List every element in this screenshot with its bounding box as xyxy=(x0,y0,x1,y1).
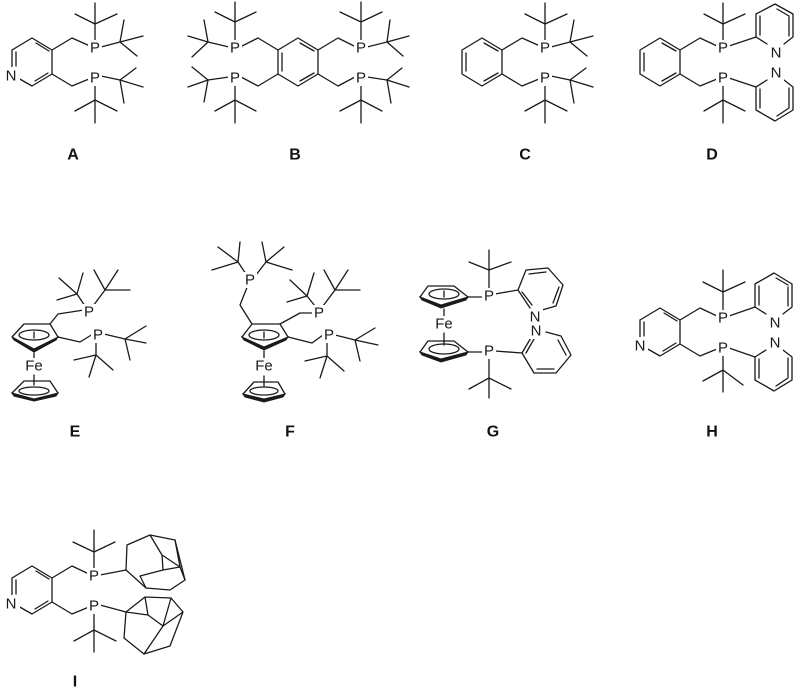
atom-p: P xyxy=(230,40,240,57)
atom-n: N xyxy=(635,338,646,355)
compound-label-h: H xyxy=(706,424,718,441)
atom-fe: Fe xyxy=(25,358,43,375)
atom-n: N xyxy=(530,309,541,326)
compound-label-g: G xyxy=(487,424,499,441)
compound-f: P P P Fe F xyxy=(211,241,379,441)
compound-label-a: A xyxy=(67,147,79,164)
atom-p: P xyxy=(356,70,366,87)
atom-p: P xyxy=(230,70,240,87)
atom-p: P xyxy=(484,343,494,360)
atom-p: P xyxy=(718,70,728,87)
atom-p: P xyxy=(89,568,99,585)
atom-n: N xyxy=(6,596,17,613)
atom-n: N xyxy=(531,323,542,340)
atom-n: N xyxy=(770,315,781,332)
atom-p: P xyxy=(718,310,728,327)
atom-p: P xyxy=(718,40,728,57)
compound-label-f: F xyxy=(285,424,295,441)
compound-i: N P P I xyxy=(4,529,186,691)
atom-p: P xyxy=(356,40,366,57)
compound-label-i: I xyxy=(73,674,77,691)
atom-p: P xyxy=(324,327,334,344)
compound-label-d: D xyxy=(706,147,718,164)
atom-p: P xyxy=(84,304,94,321)
atom-p: P xyxy=(718,340,728,357)
atom-p: P xyxy=(93,327,103,344)
compound-e: P P Fe E xyxy=(10,269,147,441)
atom-n: N xyxy=(771,45,782,62)
atom-n: N xyxy=(770,335,781,352)
compound-h: N P P N N H xyxy=(632,269,793,441)
atom-p: P xyxy=(90,40,100,57)
atom-p: P xyxy=(540,70,550,87)
atom-p: P xyxy=(89,598,99,615)
atom-n: N xyxy=(6,68,17,85)
atom-p: P xyxy=(540,40,550,57)
atom-fe: Fe xyxy=(435,316,453,333)
atom-p: P xyxy=(245,272,255,289)
atom-p: P xyxy=(484,288,494,305)
compound-g: P P N N Fe G xyxy=(418,249,572,441)
compound-c: P P C xyxy=(461,2,594,164)
compound-a: N P P A xyxy=(4,2,144,164)
compound-b: P P P P B xyxy=(187,1,410,164)
atom-p: P xyxy=(314,305,324,322)
compound-d: P P N N D xyxy=(639,2,794,164)
atom-n: N xyxy=(771,65,782,82)
compound-label-e: E xyxy=(70,424,81,441)
atom-fe: Fe xyxy=(255,358,273,375)
atom-p: P xyxy=(90,70,100,87)
compound-label-c: C xyxy=(519,147,531,164)
compound-label-b: B xyxy=(289,147,301,164)
